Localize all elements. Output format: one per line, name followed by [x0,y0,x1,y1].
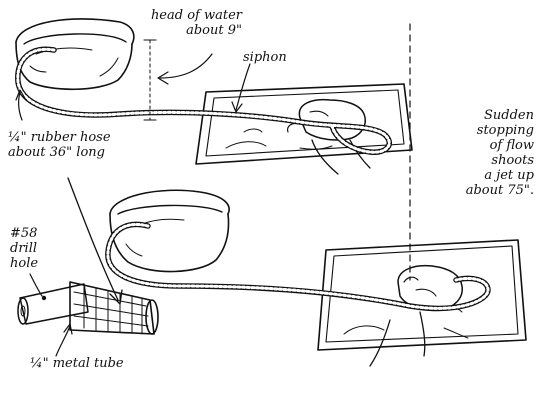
siphon-label: siphon [243,50,287,65]
sudden-line-6: about 75". [465,183,534,198]
lower-hand [369,264,463,367]
sudden-line-4: shoots [491,153,534,168]
drill-line-3: hole [10,256,39,271]
upper-hand [287,98,371,175]
head-line-1: head of water [150,8,242,23]
drill-hole-label: #58 drill hole [10,226,38,271]
hose-leaders [15,89,123,305]
sudden-line-1: Sudden [484,108,534,123]
lower-bowl [109,189,230,273]
metal-tube-label: ¼" metal tube [30,356,124,371]
upper-tray [195,83,413,165]
lower-hose [105,221,491,312]
siphon-leader [231,63,251,113]
head-line-2: about 9" [186,23,242,38]
drill-line-2: drill [10,241,38,256]
sudden-line-5: a jet up [484,168,534,183]
rubber-hose-label: ¼" rubber hose about 36" long [8,130,111,160]
upper-hose [15,46,392,155]
drill-hole-dot [41,295,47,301]
sudden-line-2: stopping [476,123,534,138]
head-of-water-label: head of water about 9" [140,8,242,38]
head-dimension [143,39,213,121]
metal-tube [17,281,159,335]
drill-line-1: #58 [10,226,38,241]
sudden-stopping-label: Sudden stopping of flow shoots a jet up … [418,108,534,198]
sudden-line-3: of flow [489,138,534,153]
hose-line-1: ¼" rubber hose [8,130,111,145]
hose-line-2: about 36" long [8,145,105,160]
tube-leaders [29,273,73,357]
lower-tray [317,239,527,351]
